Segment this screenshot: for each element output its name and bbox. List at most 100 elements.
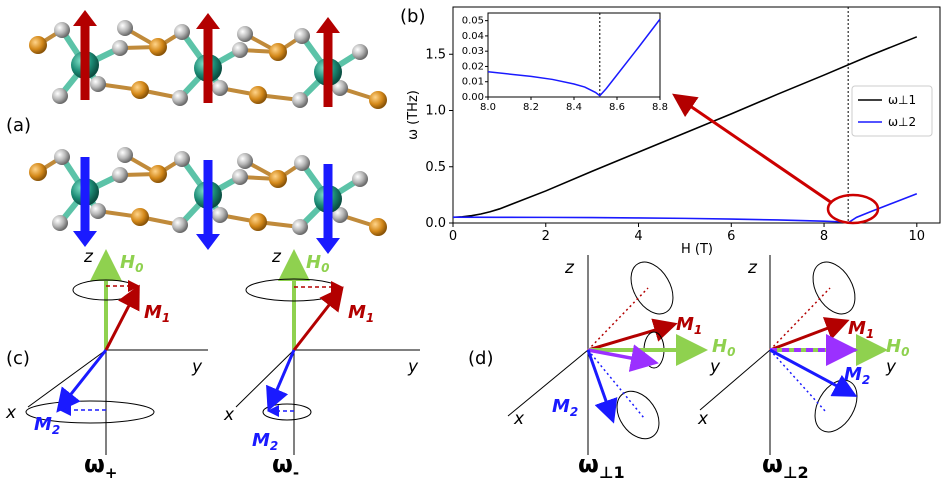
ligand-atom: [352, 171, 368, 187]
ligand-atom: [232, 42, 248, 58]
m2-label: M2: [34, 414, 60, 437]
anion-atom: [249, 213, 267, 231]
m2-arrow: [56, 349, 108, 413]
x-tick-label: 6: [727, 229, 735, 244]
diagram-omega-minus: z y x H0 M1 M2 ω-: [223, 247, 420, 482]
inset-frame: [487, 12, 661, 98]
anion-atom: [269, 43, 287, 61]
ligand-atom: [294, 155, 310, 171]
inset-y-tick-label: 0.02: [462, 61, 484, 72]
h0-label: H0: [712, 336, 735, 359]
m1-label: M1: [348, 302, 374, 325]
x-tick-label: 2: [542, 229, 550, 244]
inset-x-tick-label: 8.4: [566, 102, 582, 113]
x-axis-line: [699, 349, 771, 411]
m1-arrow: [292, 286, 344, 351]
ligand-atom: [52, 88, 68, 104]
ligand-atom: [232, 169, 248, 185]
ligand-atom: [117, 147, 133, 163]
precession-orbit-m1: [812, 261, 856, 315]
ligand-atom: [117, 20, 133, 36]
m1-axis-dotted: [769, 287, 831, 351]
x-axis-label: x: [697, 409, 709, 429]
m2-arrow: [266, 349, 296, 412]
inset-x-tick-label: 8.6: [609, 102, 625, 113]
mode-label-omega-plus: ω+: [84, 450, 117, 482]
panel-label-a: (a): [6, 115, 31, 136]
mode-label-omega-perp2: ω⊥2: [762, 450, 809, 482]
plot-frame: [452, 6, 941, 224]
panel-a: (a): [6, 10, 387, 254]
x-tick-label: 8: [820, 229, 828, 244]
ligand-atom: [90, 76, 106, 92]
z-axis-label: z: [564, 258, 575, 278]
h0-label: H0: [306, 252, 329, 275]
ligand-atom: [292, 219, 308, 235]
spin-arrow-head: [73, 231, 97, 247]
y-axis-label: y: [709, 357, 721, 377]
ligand-atom: [237, 26, 253, 42]
y-axis-label: ω (THz): [406, 90, 421, 140]
x-tick-label: 0: [449, 229, 457, 244]
spin-arrow-head: [196, 13, 220, 29]
net-magnetization-arrow: [587, 344, 659, 372]
crystal-chain-top: [29, 10, 387, 109]
ligand-atom: [212, 80, 228, 96]
anion-atom: [149, 38, 167, 56]
spin-arrow-head: [73, 10, 97, 26]
ligand-atom: [54, 22, 70, 38]
x-axis-line: [507, 349, 589, 417]
inset-y-tick-label: 0.01: [462, 77, 484, 88]
legend-label: ω⊥2: [888, 115, 916, 129]
y-axis-label: y: [191, 357, 203, 377]
z-axis-label: z: [83, 247, 94, 267]
diagram-omega-perp1: z y x M1 H0 M2 ω⊥1: [507, 255, 735, 482]
spin-arrow-head: [316, 238, 340, 254]
ligand-atom: [174, 24, 190, 40]
inset-series: [487, 13, 661, 97]
y-axis-label: y: [885, 357, 897, 377]
m1-label: M1: [144, 302, 170, 325]
diagram-omega-perp2: z y x M1 H0 M2 ω⊥2: [697, 255, 909, 482]
z-axis-label: z: [271, 247, 282, 267]
x-axis-label: x: [5, 403, 17, 423]
x-axis-label: H (T): [681, 242, 713, 257]
anion-atom: [131, 81, 149, 99]
inset-x-tick-label: 8.2: [523, 102, 539, 113]
y-tick-label: 0.5: [425, 160, 446, 175]
precession-orbit-m2: [25, 400, 155, 424]
anion-atom: [269, 170, 287, 188]
spin-arrow-head: [316, 17, 340, 33]
anion-atom: [29, 163, 47, 181]
x-tick-label: 10: [909, 229, 926, 244]
ligand-atom: [112, 167, 128, 183]
inset-y-tick-label: 0.05: [462, 16, 484, 27]
panel-d: (d) z y x M1 H0 M2 ω⊥1: [468, 255, 909, 482]
m1-arrow: [769, 317, 850, 352]
ligand-atom: [352, 44, 368, 60]
chart-series: [452, 36, 918, 224]
m2-axis-dotted: [769, 349, 827, 413]
ligand-atom: [172, 217, 188, 233]
m2-label: M2: [844, 364, 870, 387]
ligand-atom: [172, 90, 188, 106]
h0-label: H0: [886, 336, 909, 359]
diagram-omega-plus: z y x H0 M1 M2 ω+: [5, 247, 208, 482]
ligand-atom: [52, 215, 68, 231]
x-axis-label: x: [223, 405, 235, 425]
m2-label: M2: [252, 430, 278, 453]
panel-label-c: (c): [6, 348, 30, 369]
inset-series-line: [487, 18, 661, 97]
m1-axis-dotted: [587, 287, 649, 351]
anion-atom: [149, 165, 167, 183]
h0-label: H0: [120, 252, 143, 275]
inset-y-tick-label: 0.03: [462, 46, 484, 57]
inset-x-tick-label: 8.8: [652, 102, 668, 113]
m2-arrow: [586, 349, 618, 424]
legend-box: [851, 85, 933, 137]
ligand-atom: [54, 149, 70, 165]
precession-orbit-m1: [630, 261, 674, 315]
